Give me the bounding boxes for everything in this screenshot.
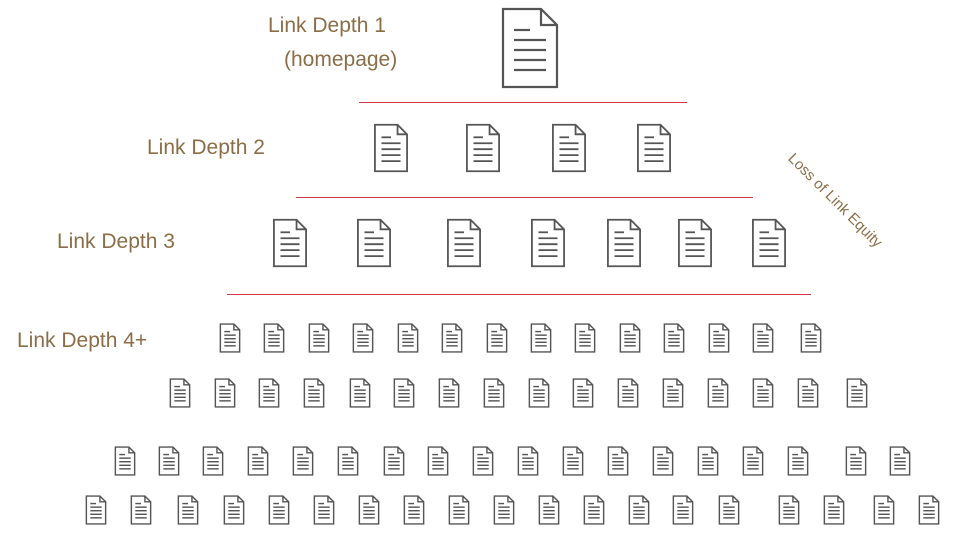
document-icon xyxy=(752,323,774,353)
document-icon xyxy=(708,323,730,353)
document-icon xyxy=(258,378,280,408)
document-icon xyxy=(562,446,584,476)
document-icon xyxy=(697,446,719,476)
document-icon xyxy=(438,378,460,408)
document-icon xyxy=(583,495,605,525)
document-icon xyxy=(662,378,684,408)
document-icon xyxy=(889,446,911,476)
level-3-label: Link Depth 3 xyxy=(57,225,175,259)
document-icon xyxy=(114,446,136,476)
document-icon xyxy=(158,446,180,476)
document-icon xyxy=(85,495,107,525)
document-icon xyxy=(752,378,774,408)
document-icon xyxy=(352,323,374,353)
document-icon xyxy=(169,378,191,408)
document-icon xyxy=(447,218,481,268)
document-icon xyxy=(718,495,740,525)
document-icon xyxy=(617,378,639,408)
document-icon xyxy=(397,323,419,353)
document-icon xyxy=(672,495,694,525)
document-icon xyxy=(742,446,764,476)
document-icon xyxy=(308,323,330,353)
document-icon xyxy=(292,446,314,476)
document-icon xyxy=(472,446,494,476)
level-3-label-line-1: Link Depth 3 xyxy=(57,230,175,253)
document-icon xyxy=(628,495,650,525)
document-icon xyxy=(517,446,539,476)
document-icon xyxy=(223,495,245,525)
document-icon xyxy=(349,378,371,408)
document-icon xyxy=(466,123,500,173)
document-icon xyxy=(313,495,335,525)
document-icon xyxy=(787,446,809,476)
document-icon xyxy=(678,218,712,268)
level-1-label-line-1: Link Depth 1 xyxy=(268,14,386,37)
document-icon xyxy=(752,218,786,268)
document-icon xyxy=(873,495,895,525)
document-icon xyxy=(383,446,405,476)
document-icon xyxy=(607,218,641,268)
document-icon xyxy=(538,495,560,525)
level-4-label: Link Depth 4+ xyxy=(17,324,147,358)
document-icon xyxy=(530,323,552,353)
document-icon xyxy=(663,323,685,353)
document-icon xyxy=(528,378,550,408)
document-icon xyxy=(845,446,867,476)
document-icon xyxy=(202,446,224,476)
document-icon xyxy=(374,123,408,173)
level-2-label-line-1: Link Depth 2 xyxy=(147,136,265,159)
document-icon xyxy=(483,378,505,408)
document-icon xyxy=(823,495,845,525)
document-icon xyxy=(219,323,241,353)
document-icon xyxy=(800,323,822,353)
document-icon xyxy=(393,378,415,408)
level-4-label-line-1: Link Depth 4+ xyxy=(17,329,148,352)
document-icon xyxy=(797,378,819,408)
document-icon xyxy=(214,378,236,408)
document-icon xyxy=(652,446,674,476)
document-icon xyxy=(707,378,729,408)
document-icon xyxy=(247,446,269,476)
document-icon xyxy=(448,495,470,525)
document-icon xyxy=(572,378,594,408)
level-1-label: Link Depth 1 (homepage) xyxy=(268,9,397,77)
document-icon xyxy=(637,123,671,173)
divider-1 xyxy=(359,102,687,103)
level-2-label: Link Depth 2 xyxy=(147,131,265,165)
document-icon xyxy=(268,495,290,525)
document-icon xyxy=(493,495,515,525)
document-icon xyxy=(501,7,559,89)
document-icon xyxy=(846,378,868,408)
document-icon xyxy=(358,495,380,525)
document-icon xyxy=(552,123,586,173)
document-icon xyxy=(918,495,940,525)
divider-3 xyxy=(227,294,811,295)
document-icon xyxy=(303,378,325,408)
document-icon xyxy=(177,495,199,525)
divider-2 xyxy=(296,197,753,198)
document-icon xyxy=(441,323,463,353)
document-icon xyxy=(619,323,641,353)
document-icon xyxy=(486,323,508,353)
document-icon xyxy=(273,218,307,268)
document-icon xyxy=(427,446,449,476)
document-icon xyxy=(574,323,596,353)
document-icon xyxy=(337,446,359,476)
document-icon xyxy=(263,323,285,353)
document-icon xyxy=(130,495,152,525)
document-icon xyxy=(357,218,391,268)
level-1-label-line-2: (homepage) xyxy=(284,48,398,71)
document-icon xyxy=(607,446,629,476)
document-icon xyxy=(531,218,565,268)
document-icon xyxy=(403,495,425,525)
document-icon xyxy=(778,495,800,525)
